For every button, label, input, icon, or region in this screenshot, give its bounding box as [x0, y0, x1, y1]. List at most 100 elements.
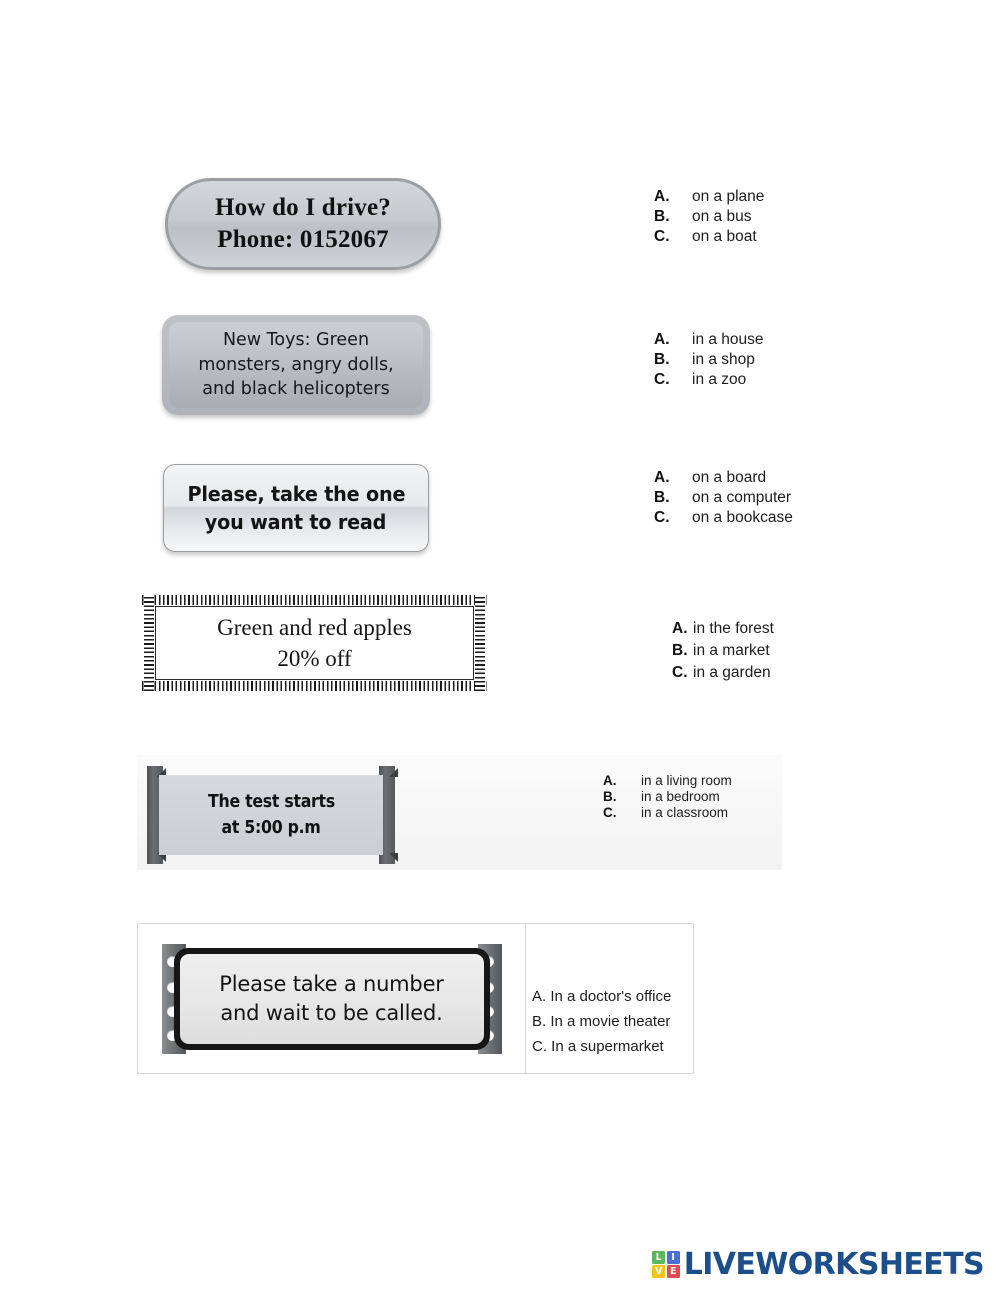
option-1-a[interactable]: A. on a plane [654, 188, 764, 206]
sign-4-body: Green and red apples 20% off [155, 606, 474, 680]
option-4-a[interactable]: A. in the forest [672, 620, 774, 638]
sign-5-line-1: The test starts [207, 791, 335, 812]
sign-3-line-1: Please, take the one [187, 481, 405, 506]
sign-5-container: The test starts at 5:00 p.m [147, 766, 398, 864]
option-1-c-letter: C. [654, 228, 670, 245]
option-3-a[interactable]: A. on a board [654, 469, 793, 487]
option-6-b[interactable]: B. In a movie theater [532, 1013, 693, 1030]
options-1: A. on a plane B. on a bus C. on a boat [654, 188, 764, 248]
sign-6-hole [166, 955, 178, 967]
option-3-a-letter: A. [654, 469, 670, 486]
sign-2-container: New Toys: Green monsters, angry dolls, a… [162, 315, 430, 415]
option-4-c-text: in a garden [693, 664, 771, 681]
sign-6-face: Please take a number and wait to be call… [179, 953, 484, 1044]
sign-6-hole [166, 981, 178, 993]
option-6-a-text: A. In a doctor's office [532, 988, 672, 1005]
sign-3-container: Please, take the one you want to read [163, 464, 429, 552]
option-4-c[interactable]: C. in a garden [672, 664, 774, 682]
options-3: A. on a board B. on a computer C. on a b… [654, 469, 793, 529]
options-4: A. in the forest B. in a market C. in a … [672, 620, 774, 686]
options-5: A. in a living room B. in a bedroom C. i… [603, 773, 732, 821]
sign-6-line-1: Please take a number [219, 971, 444, 996]
option-4-b-letter: B. [672, 642, 688, 659]
option-2-a[interactable]: A. in a house [654, 331, 764, 349]
option-5-b[interactable]: B. in a bedroom [603, 789, 732, 804]
sign-1-line-1: How do I drive? [215, 194, 391, 221]
option-1-b-text: on a bus [692, 208, 752, 225]
option-2-a-text: in a house [692, 331, 764, 348]
option-1-a-text: on a plane [692, 188, 765, 205]
option-4-b-text: in a market [693, 642, 770, 659]
option-4-a-letter: A. [672, 620, 688, 637]
sign-3: Please, take the one you want to read [163, 464, 429, 552]
sign-1-container: How do I drive? Phone: 0152067 [165, 178, 441, 270]
sign-1: How do I drive? Phone: 0152067 [165, 178, 441, 270]
option-5-a-letter: A. [603, 773, 617, 788]
option-2-c-letter: C. [654, 371, 670, 388]
row-6-table: Please take a number and wait to be call… [137, 923, 694, 1074]
sign-4-line-1: Green and red apples [217, 614, 412, 640]
row-6-sign-cell: Please take a number and wait to be call… [138, 924, 526, 1073]
option-6-b-text: B. In a movie theater [532, 1013, 671, 1030]
sign-4: Green and red apples 20% off [142, 593, 487, 693]
option-2-b[interactable]: B. in a shop [654, 351, 764, 369]
logo-tile-l: L [652, 1250, 666, 1264]
sign-6-hole [166, 1005, 178, 1017]
liveworksheets-logo[interactable]: L I V E LIVEWORKSHEETS [652, 1247, 985, 1282]
option-6-a[interactable]: A. In a doctor's office [532, 988, 693, 1005]
option-3-b-text: on a computer [692, 489, 792, 506]
option-1-c-text: on a boat [692, 228, 757, 245]
sign-5: The test starts at 5:00 p.m [147, 766, 398, 864]
sign-6: Please take a number and wait to be call… [161, 943, 502, 1054]
option-2-c-text: in a zoo [692, 371, 747, 388]
option-3-c-letter: C. [654, 509, 670, 526]
coupon-hatch-right [475, 595, 485, 691]
sign-5-line-2: at 5:00 p.m [221, 818, 321, 838]
option-2-b-letter: B. [654, 351, 670, 368]
coupon-hatch-bottom [142, 681, 487, 691]
sign-5-plate: The test starts at 5:00 p.m [159, 775, 383, 855]
option-3-b-letter: B. [654, 489, 670, 506]
option-6-c[interactable]: C. In a supermarket [532, 1038, 693, 1055]
sign-6-line-2: and wait to be called. [220, 1000, 443, 1025]
coupon-hatch-left [144, 595, 154, 691]
option-3-a-text: on a board [692, 469, 767, 486]
sign-2-inner: New Toys: Green monsters, angry dolls, a… [169, 322, 423, 408]
option-5-a-text: in a living room [641, 773, 732, 788]
sign-4-line-2: 20% off [277, 646, 352, 671]
sign-2: New Toys: Green monsters, angry dolls, a… [162, 315, 430, 415]
liveworksheets-wordmark: LIVEWORKSHEETS [683, 1247, 985, 1282]
sign-5-post-right [379, 766, 398, 864]
option-5-b-text: in a bedroom [641, 789, 720, 804]
options-2: A. in a house B. in a shop C. in a zoo [654, 331, 764, 391]
sign-6-hole [166, 1029, 178, 1041]
option-3-b[interactable]: B. on a computer [654, 489, 793, 507]
option-4-c-letter: C. [672, 664, 688, 681]
sign-4-container: Green and red apples 20% off [142, 593, 487, 693]
option-1-c[interactable]: C. on a boat [654, 228, 764, 246]
option-1-b[interactable]: B. on a bus [654, 208, 764, 226]
sign-2-line-1: New Toys: Green [222, 329, 370, 350]
option-2-c[interactable]: C. in a zoo [654, 371, 764, 389]
option-5-c[interactable]: C. in a classroom [603, 805, 732, 820]
logo-tile-v: V [652, 1265, 666, 1279]
sign-1-line-2: Phone: 0152067 [217, 226, 389, 253]
option-3-c[interactable]: C. on a bookcase [654, 509, 793, 527]
coupon-inner-rule [155, 606, 474, 680]
logo-tile-i: I [666, 1250, 680, 1264]
logo-tile-e: E [666, 1265, 680, 1279]
option-1-a-letter: A. [654, 188, 670, 205]
sign-2-line-3: and black helicopters [202, 379, 390, 400]
options-6: A. In a doctor's office B. In a movie th… [526, 924, 693, 1073]
liveworksheets-logo-icon: L I V E [652, 1250, 680, 1279]
sign-2-line-2: monsters, angry dolls, [198, 354, 394, 375]
option-4-b[interactable]: B. in a market [672, 642, 774, 660]
option-1-b-letter: B. [654, 208, 670, 225]
sign-3-line-2: you want to read [205, 510, 387, 534]
option-5-a[interactable]: A. in a living room [603, 773, 732, 788]
option-2-a-letter: A. [654, 331, 670, 348]
option-5-b-letter: B. [603, 789, 617, 804]
option-6-c-text: C. In a supermarket [532, 1038, 664, 1055]
option-5-c-letter: C. [603, 805, 617, 820]
